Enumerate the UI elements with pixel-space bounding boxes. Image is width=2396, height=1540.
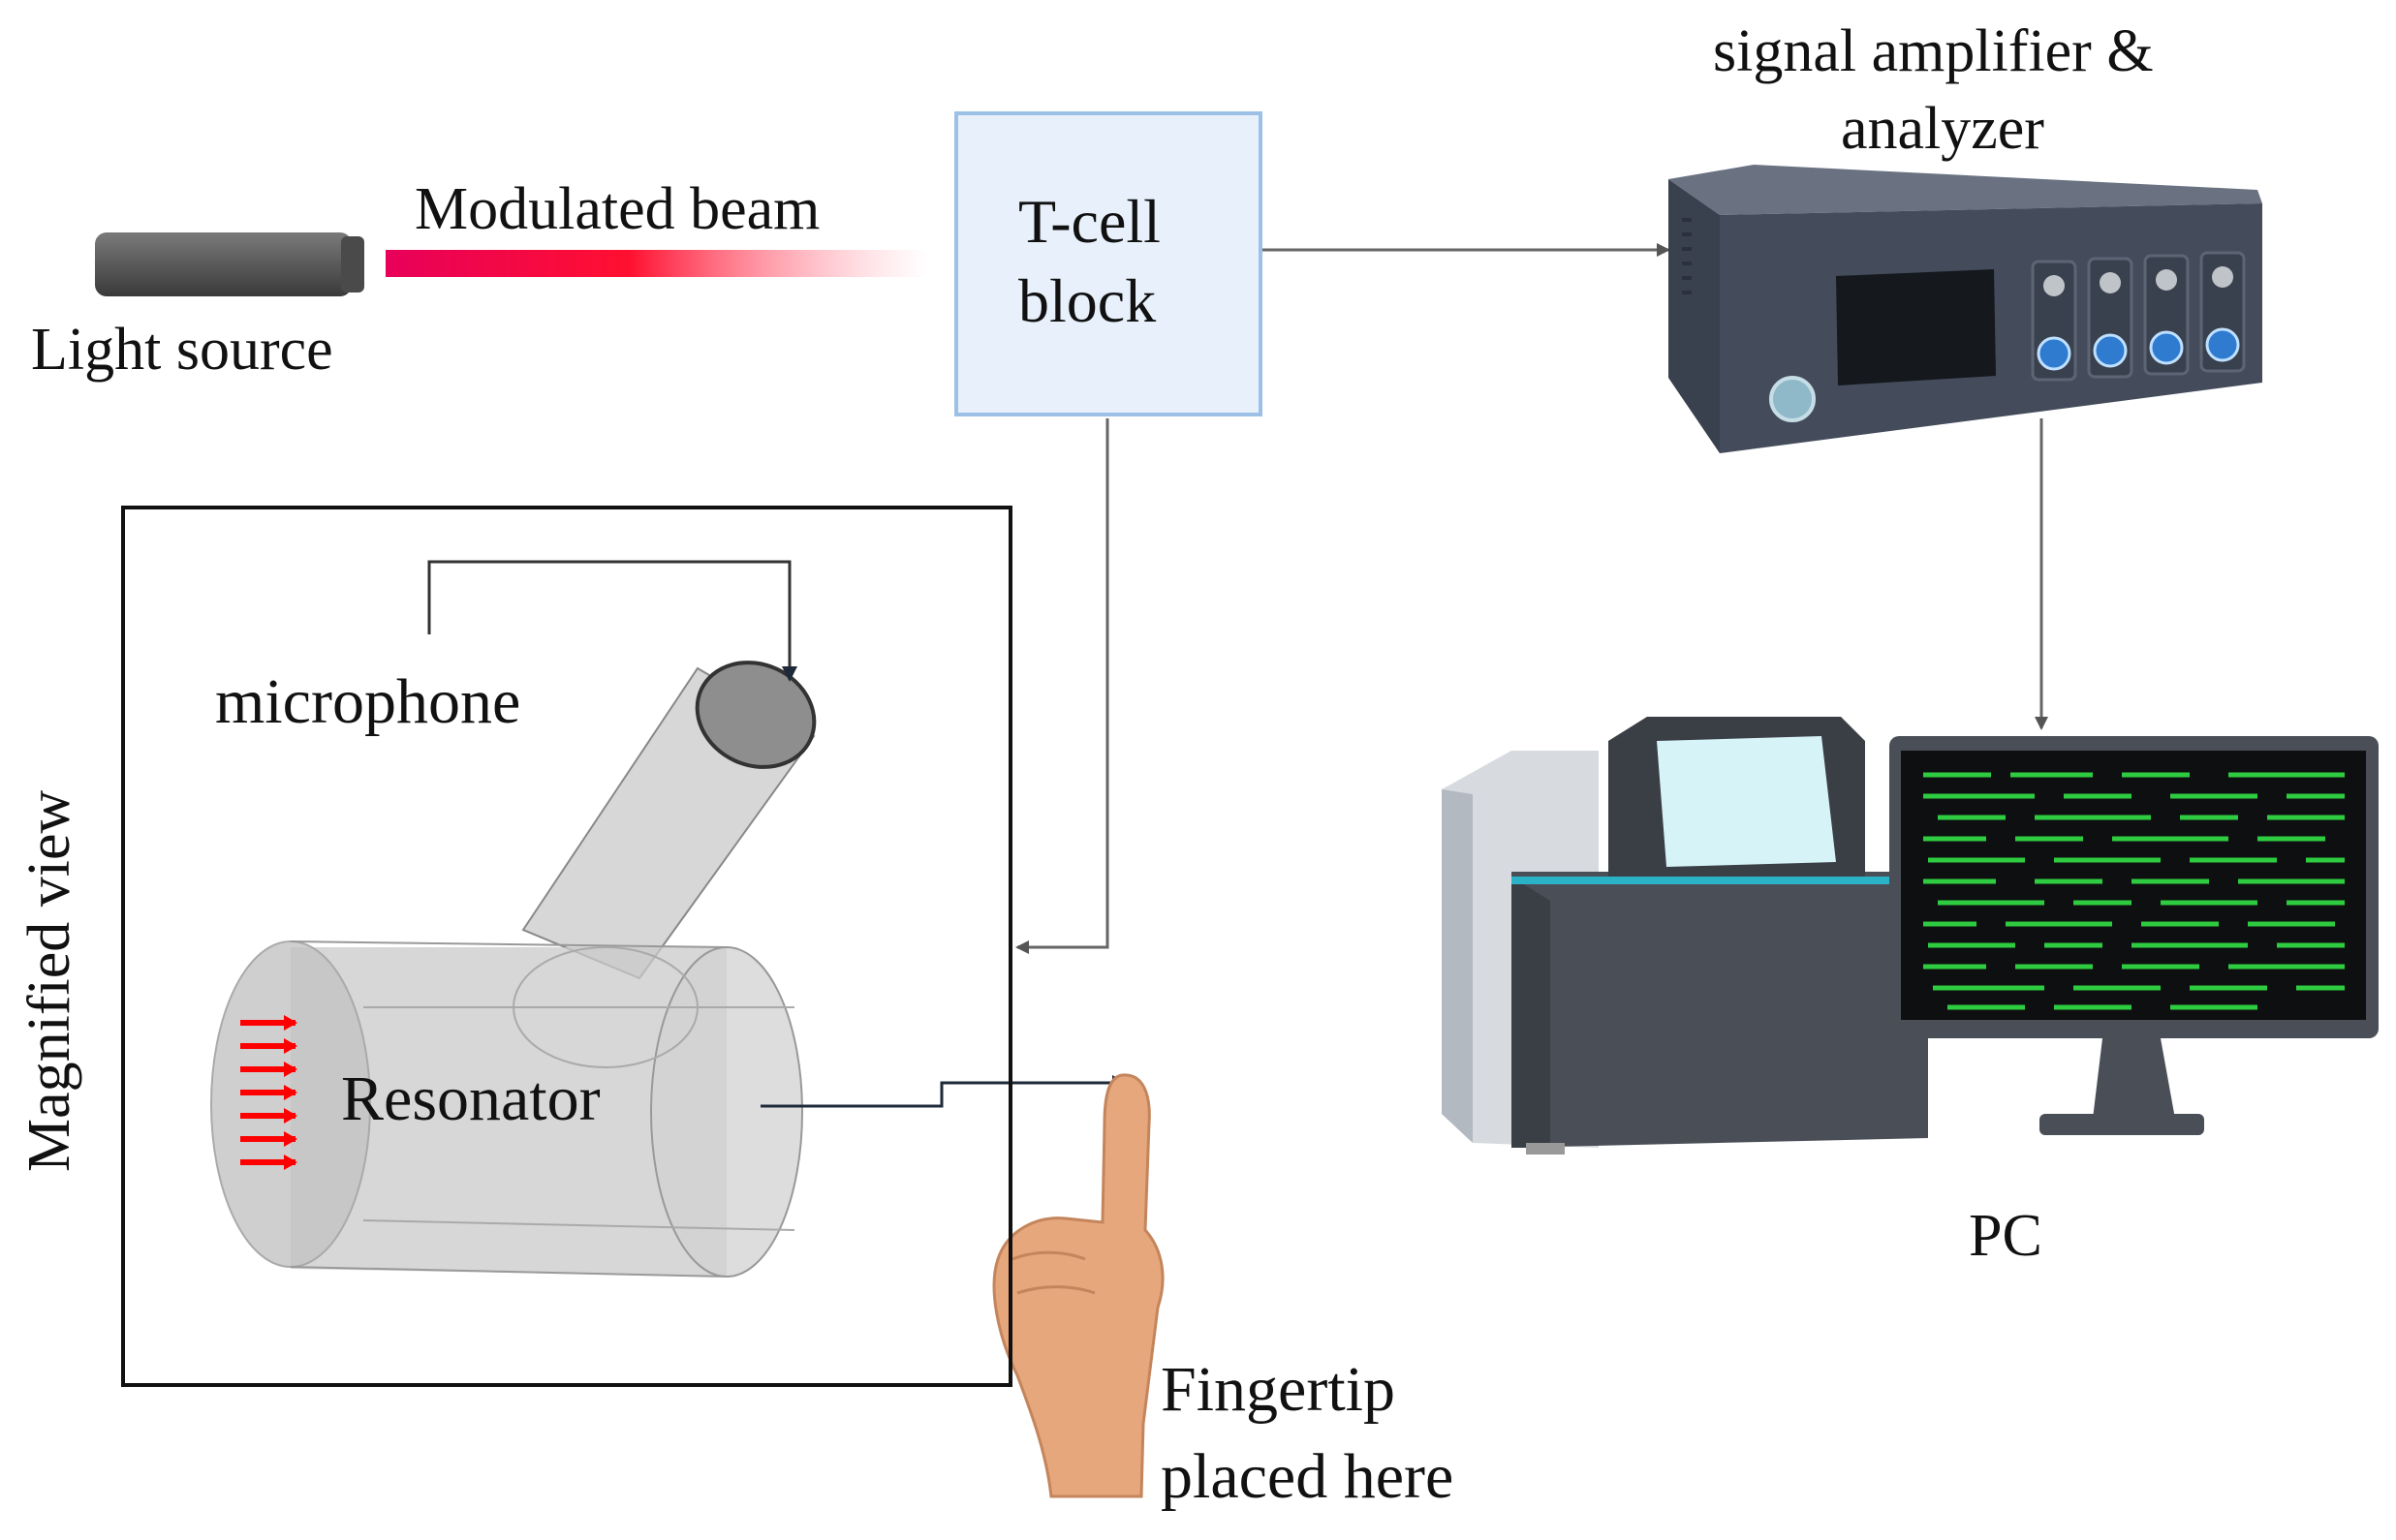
connector-microphone — [427, 560, 797, 682]
modulated-beam-label: Modulated beam — [415, 176, 821, 242]
resonator-label: Resonator — [341, 1063, 601, 1134]
pointing-finger-icon — [992, 1073, 1165, 1498]
amplifier-label-line2: analyzer — [1841, 96, 2044, 162]
amplifier-label-line1: signal amplifier & — [1713, 18, 2154, 84]
light-source-label: Light source — [31, 317, 333, 383]
computer-workstation-icon — [1442, 717, 2379, 1155]
connector-tcell-magnified — [1015, 418, 1109, 954]
signal-analyzer-icon — [1668, 165, 2262, 453]
tcell-label-line1: T-cell — [1018, 187, 1161, 256]
modulated-beam — [386, 250, 928, 277]
microphone-icon — [695, 661, 817, 769]
resonator-drawing — [210, 560, 1128, 1278]
flashlight-icon — [95, 232, 364, 296]
magnified-view-box — [121, 506, 1012, 1387]
tcell-label-line2: block — [1018, 266, 1157, 335]
microphone-label: microphone — [215, 666, 521, 737]
magnified-view-label: Magnified view — [16, 789, 82, 1172]
fingertip-label-line2: placed here — [1161, 1441, 1454, 1512]
tcell-block: T-cell block — [954, 111, 1262, 416]
pc-label: PC — [1969, 1203, 2042, 1269]
fingertip-label-line1: Fingertip — [1161, 1354, 1395, 1425]
connector-resonator-finger — [761, 1075, 1128, 1108]
